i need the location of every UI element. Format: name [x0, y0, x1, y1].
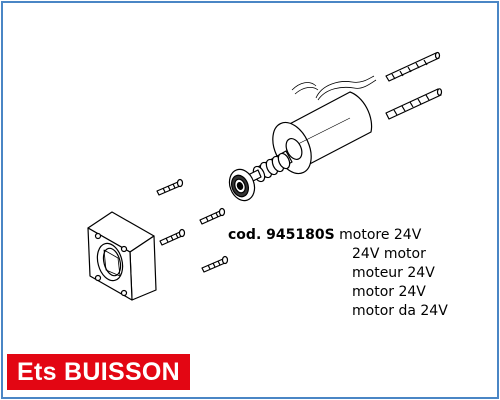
screw-left	[159, 228, 186, 246]
screw-lower	[201, 255, 229, 273]
screw-middle	[199, 207, 226, 225]
screw-upper	[156, 178, 184, 196]
description-en: 24V motor	[352, 246, 426, 262]
part-code-line: cod. 945180S motore 24V	[228, 226, 421, 245]
worm-shaft	[245, 150, 293, 184]
description-it: motore 24V	[339, 227, 422, 243]
part-caption: cod. 945180S motore 24V 24V motor moteur…	[228, 226, 448, 319]
description-de: motor 24V	[352, 284, 426, 300]
brand-logo: Ets BUISSON	[7, 354, 190, 390]
mounting-flange	[87, 211, 157, 301]
part-code: cod. 945180S	[228, 227, 335, 243]
long-rod-upper	[385, 51, 441, 82]
description-fr: moteur 24V	[352, 265, 435, 281]
description-es: motor da 24V	[352, 303, 448, 319]
long-rod-lower	[385, 88, 443, 120]
bearing	[228, 168, 256, 202]
motor-wires	[291, 75, 377, 101]
